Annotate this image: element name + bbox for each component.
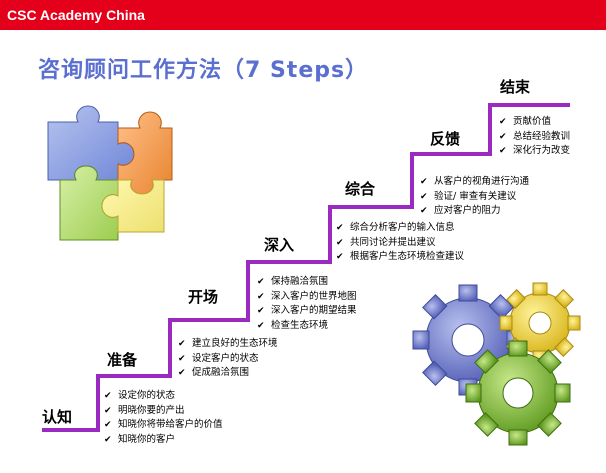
bullet-text: 根据客户生态环境检查建议 [350, 251, 465, 263]
list-item: ✔ 保持融洽氛围 [257, 275, 357, 290]
header-bar: CSC Academy China [0, 0, 606, 30]
bullet-text: 深化行为改变 [513, 145, 571, 157]
list-item: ✔ 设定客户的状态 [178, 352, 278, 367]
list-item: ✔ 验证/ 审查有关建议 [420, 190, 529, 205]
check-icon: ✔ [104, 391, 112, 401]
bullet-text: 建立良好的生态环境 [192, 338, 278, 349]
bullet-text: 综合分析客户的输入信息 [350, 222, 455, 233]
bullet-text: 设定客户的状态 [192, 352, 259, 364]
step-bullets-zonghe: ✔ 从客户的视角进行沟通 ✔ 验证/ 审查有关建议 ✔ 应对客户的阻力 [420, 175, 529, 219]
list-item: ✔ 建立良好的生态环境 [178, 337, 278, 352]
bullet-text: 深入客户的世界地图 [271, 290, 357, 302]
step-label-zonghe: 综合 [345, 180, 376, 198]
step-label-kaichang: 开场 [188, 288, 219, 306]
bullet-text: 从客户的视角进行沟通 [434, 176, 530, 187]
bullet-text: 验证/ 审查有关建议 [434, 190, 517, 202]
check-icon: ✔ [499, 131, 507, 142]
check-icon: ✔ [178, 339, 186, 349]
check-icon: ✔ [257, 291, 265, 302]
step-bullets-kaichang: ✔ 保持融洽氛围 ✔ 深入客户的世界地图 ✔ 深入客户的期望结果 ✔ 检查生态环境 [257, 275, 357, 333]
header-title: CSC Academy China [7, 7, 145, 23]
check-icon: ✔ [257, 306, 265, 317]
list-item: ✔ 深入客户的世界地图 [257, 290, 357, 305]
list-item: ✔ 知晓你的客户 [104, 433, 223, 448]
bullet-text: 检查生态环境 [271, 319, 329, 331]
check-icon: ✔ [336, 223, 344, 233]
list-item: ✔ 深入客户的期望结果 [257, 304, 357, 319]
bullet-text: 深入客户的期望结果 [271, 305, 357, 317]
check-icon: ✔ [257, 320, 265, 331]
list-item: ✔ 促成融洽氛围 [178, 366, 278, 381]
step-label-jieshu: 结束 [500, 78, 531, 96]
list-item: ✔ 共同讨论并提出建议 [336, 236, 464, 251]
puzzle-icon [47, 105, 173, 241]
bullet-text: 保持融洽氛围 [271, 276, 329, 287]
list-item: ✔ 应对客户的阻力 [420, 204, 529, 219]
list-item: ✔ 根据客户生态环境检查建议 [336, 250, 464, 265]
list-item: ✔ 从客户的视角进行沟通 [420, 175, 529, 190]
list-item: ✔ 贡献价值 [499, 115, 570, 130]
bullet-text: 知晓你将带给客户的价值 [118, 419, 223, 431]
step-bullets-zhunbei: ✔ 建立良好的生态环境 ✔ 设定客户的状态 ✔ 促成融洽氛围 [178, 337, 278, 381]
step-label-shenru: 深入 [264, 236, 295, 254]
bullet-text: 应对客户的阻力 [434, 205, 501, 217]
step-bullets-shenru: ✔ 综合分析客户的输入信息 ✔ 共同讨论并提出建议 ✔ 根据客户生态环境检查建议 [336, 221, 464, 265]
list-item: ✔ 知晓你将带给客户的价值 [104, 418, 223, 433]
bullet-text: 促成融洽氛围 [192, 367, 250, 379]
check-icon: ✔ [104, 420, 112, 431]
page-title: 咨询顾问工作方法（7 Steps） [38, 58, 369, 83]
check-icon: ✔ [499, 146, 507, 157]
bullet-text: 总结经验教训 [513, 130, 571, 142]
check-icon: ✔ [178, 353, 186, 364]
step-bullets-renzhi: ✔ 设定你的状态 ✔ 明晓你要的产出 ✔ 知晓你将带给客户的价值 ✔ 知晓你的客户 [104, 389, 223, 447]
check-icon: ✔ [420, 177, 428, 187]
check-icon: ✔ [336, 252, 344, 263]
step-label-renzhi: 认知 [42, 408, 73, 426]
bullet-text: 贡献价值 [513, 116, 552, 127]
step-label-fankui: 反馈 [430, 130, 461, 148]
list-item: ✔ 检查生态环境 [257, 319, 357, 334]
bullet-text: 知晓你的客户 [118, 433, 176, 445]
bullet-text: 共同讨论并提出建议 [350, 236, 436, 248]
check-icon: ✔ [178, 368, 186, 379]
gears-icon [412, 282, 581, 446]
step-label-zhunbei: 准备 [107, 351, 138, 369]
check-icon: ✔ [336, 237, 344, 248]
bullet-text: 明晓你要的产出 [118, 404, 185, 416]
check-icon: ✔ [104, 405, 112, 416]
step-bullets-fankui: ✔ 贡献价值 ✔ 总结经验教训 ✔ 深化行为改变 [499, 115, 570, 159]
list-item: ✔ 明晓你要的产出 [104, 404, 223, 419]
check-icon: ✔ [257, 277, 265, 287]
check-icon: ✔ [420, 206, 428, 217]
list-item: ✔ 设定你的状态 [104, 389, 223, 404]
list-item: ✔ 综合分析客户的输入信息 [336, 221, 464, 236]
bullet-text: 设定你的状态 [118, 390, 176, 401]
list-item: ✔ 总结经验教训 [499, 130, 570, 145]
check-icon: ✔ [420, 191, 428, 202]
check-icon: ✔ [104, 434, 112, 445]
list-item: ✔ 深化行为改变 [499, 144, 570, 159]
check-icon: ✔ [499, 117, 507, 127]
